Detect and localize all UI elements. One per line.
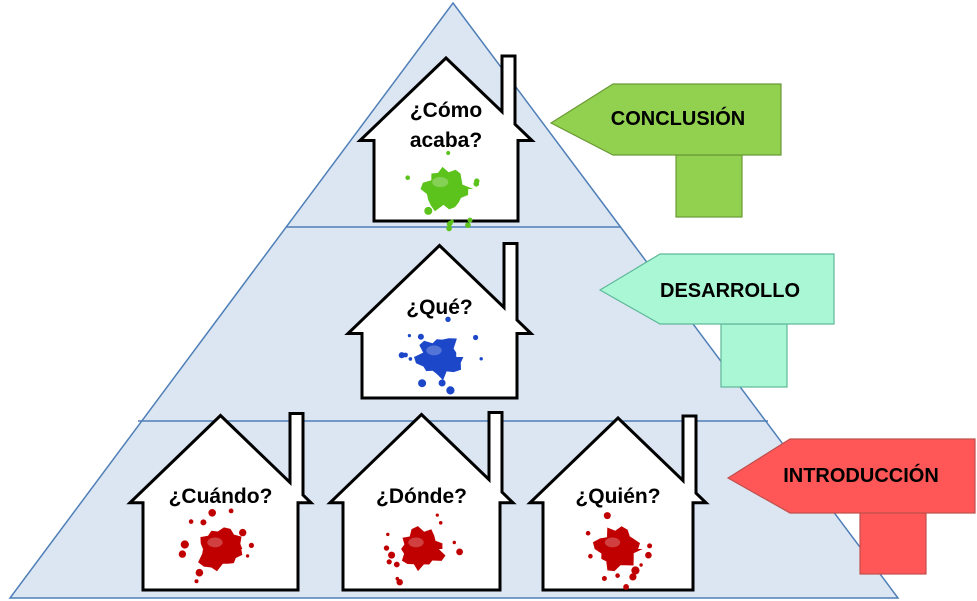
house-how-it-ends: ¿Cómo acaba? xyxy=(356,54,536,232)
house-how-it-ends-paint-splat xyxy=(405,151,480,232)
house-what-question: ¿Qué? xyxy=(406,296,473,319)
house-bottom-2-question: ¿Dónde? xyxy=(376,485,467,508)
conclusion-sign-arrow xyxy=(549,83,782,156)
development-sign: DESARROLLO xyxy=(598,253,835,388)
house-bottom-3-outline xyxy=(526,414,710,592)
houses-group: ¿Cómo acaba? ¿Qué? ¿Cuándo? ¿Dónde? ¿Quién? xyxy=(126,54,710,592)
house-what-paint-splat xyxy=(398,316,483,395)
introduction-sign-label: INTRODUCCIÓN xyxy=(783,463,939,487)
house-bottom-1-paint-splat xyxy=(178,508,254,584)
house-how-it-ends-question-line-2: acaba? xyxy=(410,129,482,152)
introduction-sign-arrow xyxy=(726,438,976,514)
house-how-it-ends-outline xyxy=(356,54,536,223)
house-bottom-2-paint-splat xyxy=(383,513,463,586)
conclusion-sign-post xyxy=(675,154,743,218)
development-sign-arrow xyxy=(598,253,835,325)
introduction-sign: INTRODUCCIÓN xyxy=(726,438,976,575)
house-how-it-ends-question-line-1: ¿Cómo xyxy=(410,99,482,122)
house-bottom-2-outline xyxy=(326,411,517,592)
house-bottom-3: ¿Quién? xyxy=(526,414,710,592)
house-what: ¿Qué? xyxy=(344,242,535,400)
introduction-sign-post xyxy=(859,512,927,575)
house-bottom-3-paint-splat xyxy=(585,512,653,590)
conclusion-sign: CONCLUSIÓN xyxy=(549,83,782,218)
house-bottom-1-outline xyxy=(126,412,315,592)
development-sign-post xyxy=(720,323,788,388)
conclusion-sign-label: CONCLUSIÓN xyxy=(611,106,745,130)
house-bottom-3-question: ¿Quién? xyxy=(575,485,660,508)
house-what-outline xyxy=(344,242,535,400)
house-bottom-1-question: ¿Cuándo? xyxy=(169,485,273,508)
house-bottom-1: ¿Cuándo? xyxy=(126,412,315,592)
development-sign-label: DESARROLLO xyxy=(660,280,800,302)
house-bottom-2: ¿Dónde? xyxy=(326,411,517,592)
